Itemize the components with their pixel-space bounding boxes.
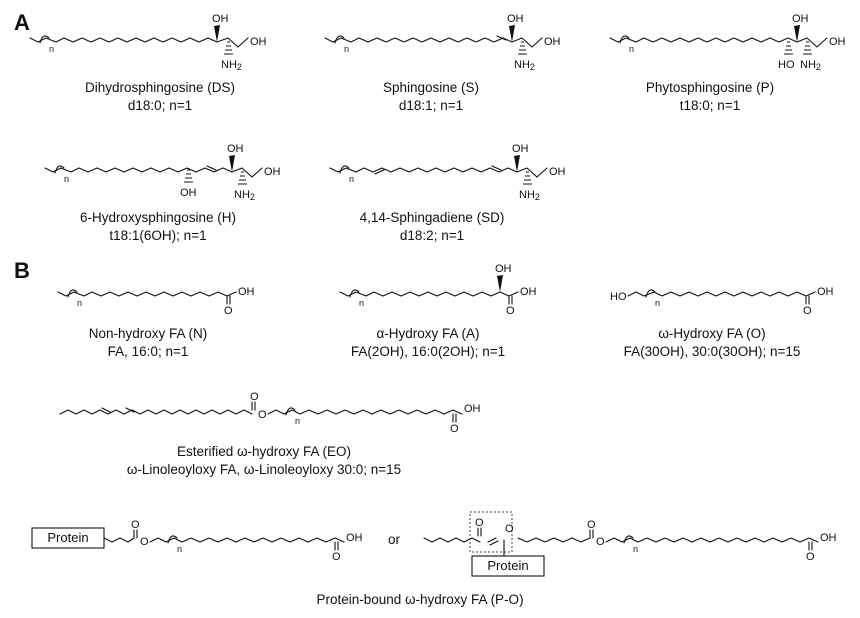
o-fa-ho-label: HO [610,291,627,303]
p-name: Phytosphingosine (P) [646,80,774,95]
sd-n-subscript: n [349,174,354,184]
sd-nh2-label: NH2 [519,189,540,202]
phytosphingosine-structure: n OH HO NH2 OH [609,13,846,72]
panel-b-label: B [14,258,30,283]
p-oh-label: OH [792,13,809,25]
p-terminal-oh-label: OH [829,36,846,48]
n-fa-oh-label: OH [238,286,255,298]
sd-terminal-oh-label: OH [549,166,566,178]
esterified-omega-hydroxy-fa-structure: O O n O OH [59,391,481,435]
p-nh2-label: NH2 [800,59,821,72]
h-6-oh-label: OH [180,187,197,199]
non-hydroxy-fa-structure: n O OH [57,286,255,317]
po-fa-name: Protein-bound ω-hydroxy FA (P-O) [316,592,523,607]
ds-notation: d18:0; n=1 [128,98,192,113]
ds-oh-label: OH [212,13,229,25]
ds-name: Dihydrosphingosine (DS) [85,80,235,95]
o-fa-carbonyl-o: O [803,305,812,317]
po-right-n-subscript: n [633,544,638,554]
protein-label-left: Protein [47,530,88,545]
eo-fa-ester-carbonyl-o: O [250,391,259,403]
po-or-label: or [388,532,401,547]
ds-n-subscript: n [49,44,54,54]
o-fa-name: ω-Hydroxy FA (O) [658,326,765,341]
6-hydroxysphingosine-structure: n OH NH2 OH OH [44,143,281,202]
po-right-oh-label: OH [820,532,837,544]
po-right-ketone-o: O [475,517,484,529]
n-fa-carbonyl-o: O [224,305,233,317]
po-right-ester-o: O [596,536,605,548]
po-right-ether-o: O [505,523,514,535]
a-fa-notation: FA(2OH), 16:0(2OH); n=1 [351,344,505,359]
po-left-ester-o: O [140,536,149,548]
a-fa-name: α-Hydroxy FA (A) [376,326,479,341]
protein-box-right [471,555,545,577]
h-name: 6-Hydroxysphingosine (H) [80,210,236,225]
po-right-ester-carbonyl-o: O [587,519,596,531]
ds-terminal-oh-label: OH [250,36,267,48]
a-fa-oh-label: OH [520,286,537,298]
po-left-oh-label: OH [346,532,363,544]
dihydrosphingosine-structure: n OH NH2 OH [29,13,267,72]
eo-fa-carbonyl-o: O [450,423,459,435]
po-left-ester-carbonyl-o: O [131,519,140,531]
o-fa-notation: FA(30OH), 30:0(30OH); n=15 [624,344,801,359]
s-n-subscript: n [344,44,349,54]
sd-name: 4,14-Sphingadiene (SD) [360,210,505,225]
sphingosine-structure: n OH NH2 OH [324,13,561,72]
a-fa-carbonyl-o: O [506,305,515,317]
dotted-highlight-box [469,511,513,553]
h-notation: t18:1(6OH); n=1 [109,228,206,243]
s-nh2-label: NH2 [514,59,535,72]
n-fa-notation: FA, 16:0; n=1 [108,344,189,359]
alpha-hydroxy-fa-structure: n OH O OH [339,263,537,317]
n-fa-n-subscript: n [77,298,82,308]
eo-fa-oh-label: OH [464,403,481,415]
omega-hydroxy-fa-structure: HO n O OH [610,286,834,317]
po-left-carbonyl-o: O [332,551,341,563]
sd-notation: d18:2; n=1 [400,228,464,243]
sphingadiene-structure: n OH NH2 OH [329,143,566,202]
s-name: Sphingosine (S) [383,80,479,95]
s-notation: d18:1; n=1 [399,98,463,113]
protein-bound-fa-right-structure: O O Protein O O n O OH [423,511,837,577]
h-n-subscript: n [64,174,69,184]
h-oh-label: OH [227,143,244,155]
po-left-n-subscript: n [177,544,182,554]
o-fa-oh-label: OH [817,286,834,298]
o-fa-n-subscript: n [655,298,660,308]
s-oh-label: OH [507,13,524,25]
a-fa-n-subscript: n [359,298,364,308]
protein-label-right: Protein [487,558,528,573]
eo-fa-name: Esterified ω-hydroxy FA (EO) [177,444,351,459]
eo-fa-notation: ω-Linoleoyloxy FA, ω-Linoleoyloxy 30:0; … [127,462,401,477]
po-right-carbonyl-o: O [806,551,815,563]
panel-a-label: A [14,10,30,35]
p-n-subscript: n [629,44,634,54]
ds-nh2-label: NH2 [221,59,242,72]
eo-fa-n-subscript: n [295,416,300,426]
s-terminal-oh-label: OH [544,36,561,48]
p-ho-label: HO [778,59,795,71]
h-terminal-oh-label: OH [264,166,281,178]
eo-fa-ester-o: O [258,409,267,421]
protein-bound-fa-left-structure: Protein O O n O OH [31,519,363,563]
n-fa-name: Non-hydroxy FA (N) [89,326,208,341]
a-fa-alpha-oh-label: OH [495,263,512,275]
p-notation: t18:0; n=1 [680,98,740,113]
h-nh2-label: NH2 [234,189,255,202]
sd-oh-label: OH [512,143,529,155]
